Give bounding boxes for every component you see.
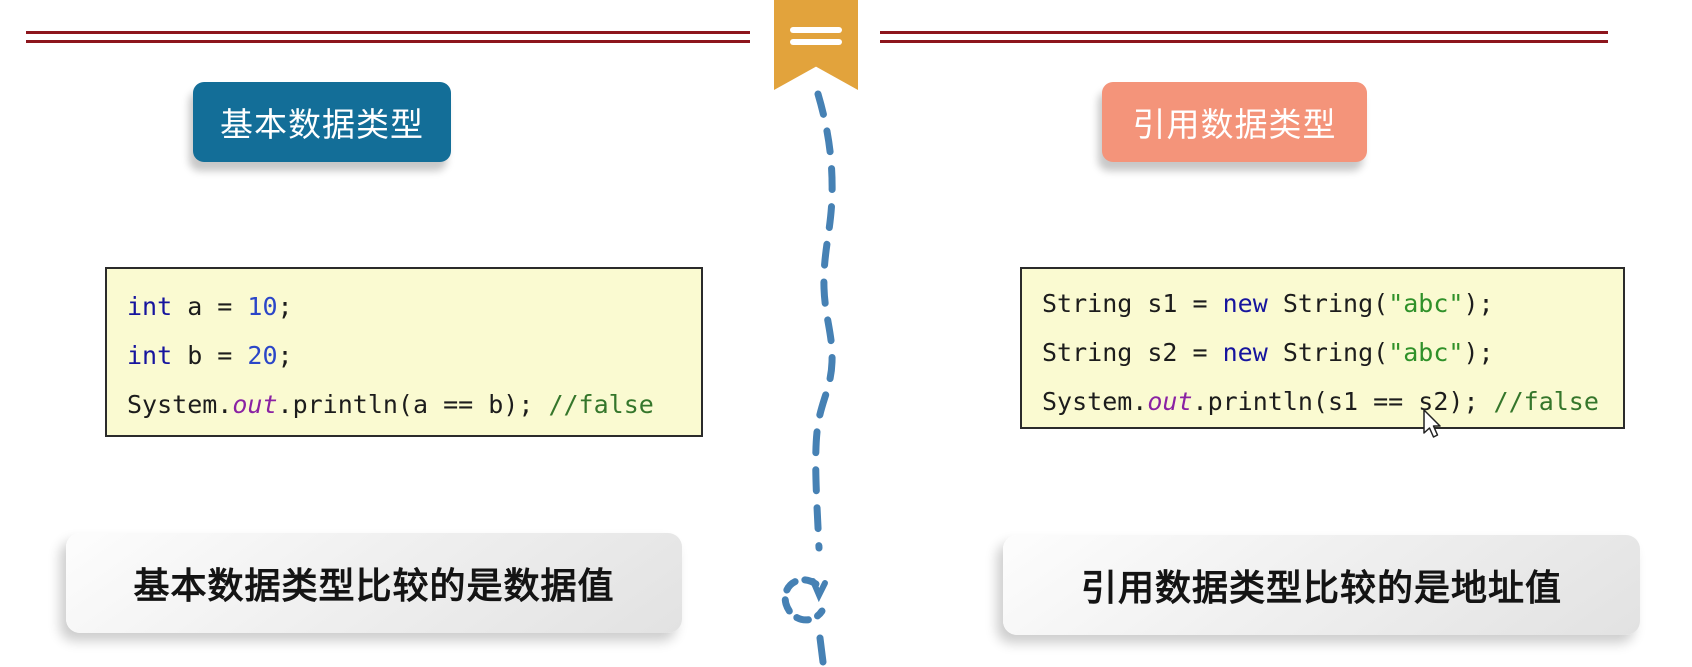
badge-primitive-types-label: 基本数据类型 — [220, 106, 424, 143]
summary-reference: 引用数据类型比较的是地址值 — [1003, 535, 1640, 635]
bookmark-ribbon-icon — [774, 0, 858, 90]
badge-reference-types: 引用数据类型 — [1102, 82, 1367, 162]
summary-reference-label: 引用数据类型比较的是地址值 — [1080, 567, 1562, 608]
summary-primitive-label: 基本数据类型比较的是数据值 — [133, 565, 615, 606]
code-line: int b = 20; — [127, 341, 293, 370]
top-rule-left-lower — [26, 40, 750, 43]
summary-primitive: 基本数据类型比较的是数据值 — [66, 533, 682, 633]
code-line: String s1 = new String("abc"); — [1042, 289, 1494, 318]
code-line: System.out.println(a == b); //false — [127, 390, 654, 419]
code-block-primitive: int a = 10; int b = 20; System.out.println… — [105, 267, 703, 437]
badge-reference-types-label: 引用数据类型 — [1132, 106, 1337, 143]
code-line: int a = 10; — [127, 292, 293, 321]
bookmark-equals-bar-top — [790, 27, 842, 33]
code-block-reference: String s1 = new String("abc"); String s2 … — [1020, 267, 1625, 429]
code-line: System.out.println(s1 == s2); //false — [1042, 387, 1599, 416]
top-rule-right-lower — [880, 40, 1608, 43]
top-rule-right-upper — [880, 31, 1608, 34]
top-rule-left-upper — [26, 31, 750, 34]
code-line: String s2 = new String("abc"); — [1042, 338, 1494, 367]
bookmark-equals-bar-bottom — [790, 39, 842, 45]
badge-primitive-types: 基本数据类型 — [193, 82, 451, 162]
